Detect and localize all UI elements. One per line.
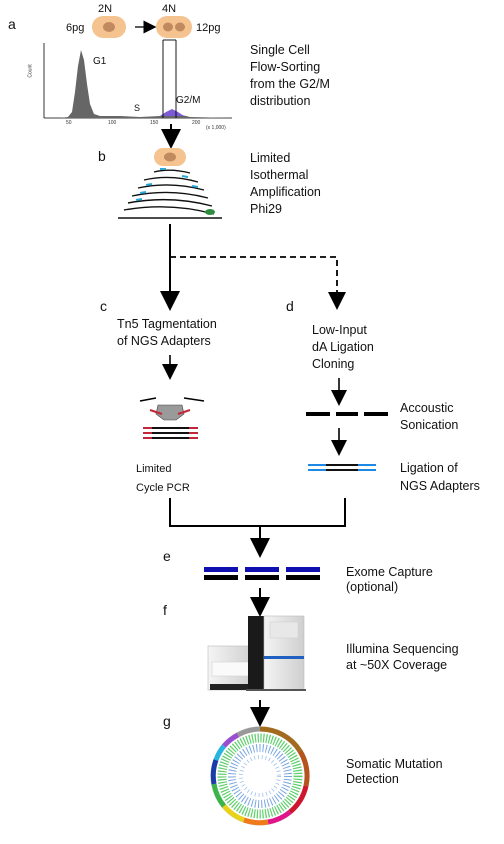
panel-letter-e: e xyxy=(163,548,171,564)
tagmented-fragments-icon xyxy=(143,427,198,439)
exome-capture-icon xyxy=(204,567,320,580)
y-axis-label: Count xyxy=(27,64,34,78)
panel-letter-d: d xyxy=(286,298,294,314)
g1-peak-label: G1 xyxy=(93,56,107,67)
pcr-label: Limited Cycle PCR xyxy=(136,463,190,494)
x-tick: 100 xyxy=(108,120,117,126)
ligation-label: Ligation of NGS Adapters xyxy=(400,461,480,493)
cell-single-icon xyxy=(154,148,186,166)
x-scale-label: (x 1,000) xyxy=(206,125,226,131)
ligated-adapters-icon xyxy=(308,464,376,471)
panel-letter-g: g xyxy=(163,713,171,729)
ploidy-2n-label: 2N xyxy=(98,3,113,15)
illumina-sequencer-icon xyxy=(207,615,306,691)
mda-amplification-icon xyxy=(118,169,222,219)
cell-2n-icon xyxy=(92,16,126,38)
step-a-description: Single Cell Flow-Sorting from the G2/M d… xyxy=(250,43,330,108)
mass-12pg-label: 12pg xyxy=(196,22,221,34)
g2m-peak-label: G2/M xyxy=(176,95,201,106)
step-c-title: Tn5 Tagmentation of NGS Adapters xyxy=(117,317,217,348)
panel-letter-b: b xyxy=(98,148,106,164)
s-phase-label: S xyxy=(134,103,141,113)
mass-6pg-label: 6pg xyxy=(66,22,85,34)
panel-letter-a: a xyxy=(8,16,16,32)
x-tick: 50 xyxy=(66,120,72,126)
sonication-label: Accoustic Sonication xyxy=(400,401,459,432)
step-d-title: Low-Input dA Ligation Cloning xyxy=(312,323,374,371)
phi29-polymerase-icon xyxy=(205,209,215,215)
panel-letter-f: f xyxy=(163,602,167,618)
step-e-description: Exome Capture (optional) xyxy=(346,565,433,594)
step-g-description: Somatic Mutation Detection xyxy=(346,757,443,786)
merge-bracket xyxy=(169,498,346,527)
x-tick: 150 xyxy=(150,120,159,126)
circos-plot xyxy=(210,726,310,826)
primer-icon xyxy=(135,168,199,201)
flow-histogram xyxy=(43,39,232,119)
x-tick: 200 xyxy=(192,120,201,126)
arrow-b-d-dashed xyxy=(170,256,346,310)
step-f-description: Illumina Sequencing at ~50X Coverage xyxy=(346,642,459,672)
cell-4n-icon xyxy=(156,16,192,38)
step-b-description: Limited Isothermal Amplification Phi29 xyxy=(250,151,321,216)
ploidy-4n-label: 4N xyxy=(162,3,177,15)
tn5-transposome-icon xyxy=(139,397,205,421)
panel-letter-c: c xyxy=(100,298,107,314)
